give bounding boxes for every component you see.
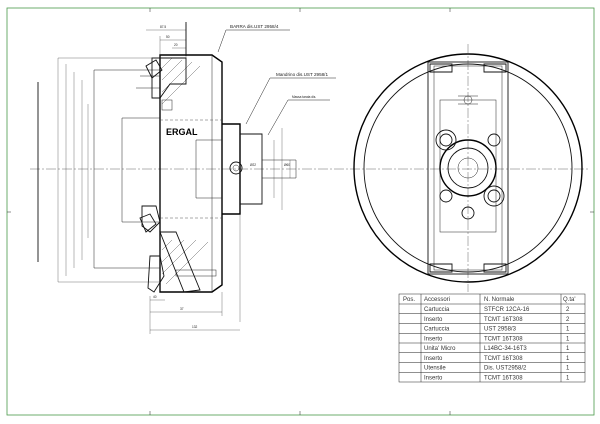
dim-bottom-1: 40 <box>153 295 157 299</box>
table-cell: UST 2958/3 <box>484 327 517 333</box>
front-view <box>353 44 583 292</box>
table-cell: STFCR 12CA-16 <box>484 307 530 313</box>
table-cell: 2 <box>566 307 570 313</box>
callout-mandrino: Mandrino dis.UST 2958/1 <box>276 72 328 77</box>
table-cell: 1 <box>566 336 570 342</box>
dim-top-1: 87.5 <box>160 25 166 29</box>
drawing-frame <box>6 7 595 416</box>
brand-label: ERGAL <box>166 127 198 137</box>
callout-barra: BARRA dis.UST 2958/4 <box>230 24 279 29</box>
callout-massa: Massa tarata dis. <box>292 95 316 99</box>
table-cell: TCMT 16T308 <box>484 375 523 381</box>
accessories-table: Pos. Accessori N. Normale Q.ta' Cartucci… <box>398 293 586 383</box>
table-cell: Inserto <box>424 375 443 381</box>
table-cell: Dis. UST2958/2 <box>484 366 527 372</box>
table-cell: 2 <box>566 317 570 323</box>
table-cell: Unita' Micro <box>424 346 456 352</box>
table-cell: 1 <box>566 375 570 381</box>
side-section-view: ERGAL BARRA dis.UST 2958/4 Mandrino dis.… <box>37 22 336 334</box>
dim-top-2: 50 <box>166 35 170 39</box>
table-cell: Inserto <box>424 356 443 362</box>
table-header-accessori: Accessori <box>424 297 450 303</box>
section-hatching <box>161 57 209 285</box>
dim-bottom-2: 37 <box>180 307 184 311</box>
table-cell: TCMT 16T308 <box>484 317 523 323</box>
table-cell: 1 <box>566 366 570 372</box>
dim-center-small: Ø22 <box>250 163 256 167</box>
dim-top-3: 20 <box>174 43 178 47</box>
table-header-pos: Pos. <box>403 297 415 303</box>
table-cell: TCMT 16T308 <box>484 336 523 342</box>
table-cell: Inserto <box>424 336 443 342</box>
table-cell: Cartuccia <box>424 307 450 313</box>
table-cell: 1 <box>566 346 570 352</box>
table-cell: Cartuccia <box>424 327 450 333</box>
table-cell: Utensile <box>424 366 446 372</box>
dim-bottom-3: 132 <box>192 325 198 329</box>
table-cell: L14BC-34-16T3 <box>484 346 527 352</box>
table-header-qty: Q.ta' <box>563 297 575 303</box>
table-cell: 1 <box>566 356 570 362</box>
table-cell: TCMT 16T308 <box>484 356 523 362</box>
dim-mid-right: Ø60 <box>284 163 290 167</box>
table-cell: Inserto <box>424 317 443 323</box>
table-cell: 1 <box>566 327 570 333</box>
table-header-normale: N. Normale <box>484 297 515 303</box>
